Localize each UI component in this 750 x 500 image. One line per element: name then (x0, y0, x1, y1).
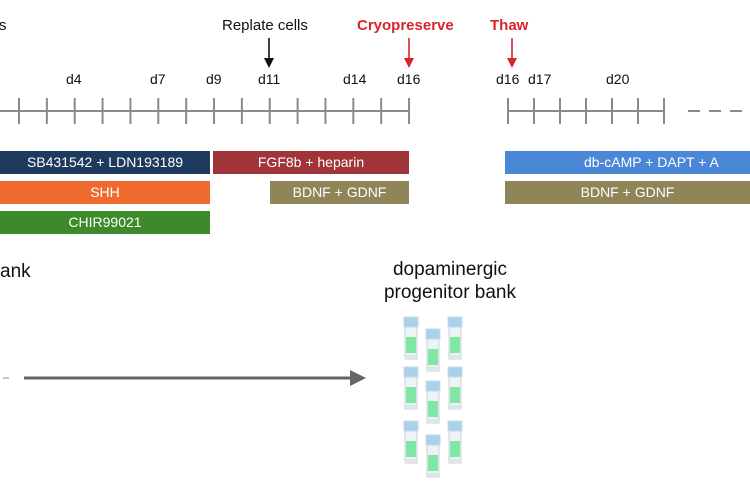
timeline-2-ticks (507, 98, 665, 124)
bdnf-gdnf-bar-2: BDNF + GDNF (505, 181, 750, 204)
left-cut-text: s (0, 17, 7, 34)
day-label: d16 (397, 71, 421, 87)
day-label: d4 (66, 71, 82, 87)
day-label: d14 (343, 71, 367, 87)
bank-transfer-arrow (24, 370, 366, 386)
progenitor-vials (403, 316, 463, 478)
progenitor-bank-title: dopaminergic progenitor bank (350, 258, 550, 304)
replate-arrow (264, 38, 274, 68)
progenitor-bank-line-1: dopaminergic (392, 259, 508, 280)
thaw-label: Thaw (490, 17, 529, 34)
db-camp-dapt-bar: db-cAMP + DAPT + A (505, 151, 750, 174)
day-label: d16 (496, 71, 520, 87)
left-bank-label: ank (0, 261, 31, 282)
replate-cells-label: Replate cells (222, 17, 308, 34)
cryovial-icon (447, 316, 463, 360)
sb-ldn-bar: SB431542 + LDN193189 (0, 151, 210, 174)
cryovial-icon (403, 420, 419, 464)
day-label: d11 (258, 71, 281, 87)
day-label: d7 (150, 71, 166, 87)
cryovial-icon (403, 316, 419, 360)
cryovial-icon (425, 328, 441, 372)
shh-bar: SHH (0, 181, 210, 204)
bdnf-gdnf-bar-1: BDNF + GDNF (270, 181, 409, 204)
progenitor-bank-line-2: progenitor bank (383, 282, 517, 303)
cryopreserve-arrow (404, 38, 414, 68)
cryovial-icon (425, 434, 441, 478)
day-label: d9 (206, 71, 222, 87)
cryopreserve-label: Cryopreserve (357, 17, 454, 34)
day-label: d17 (528, 71, 552, 87)
timeline-1-ticks (18, 98, 411, 124)
cryovial-icon (447, 420, 463, 464)
chir-bar: CHIR99021 (0, 211, 210, 234)
fgf8b-heparin-bar: FGF8b + heparin (213, 151, 409, 174)
cryovial-icon (447, 366, 463, 410)
cryovial-icon (425, 380, 441, 424)
cryovial-icon (403, 366, 419, 410)
thaw-arrow (507, 38, 517, 68)
day-label: d20 (606, 71, 630, 87)
